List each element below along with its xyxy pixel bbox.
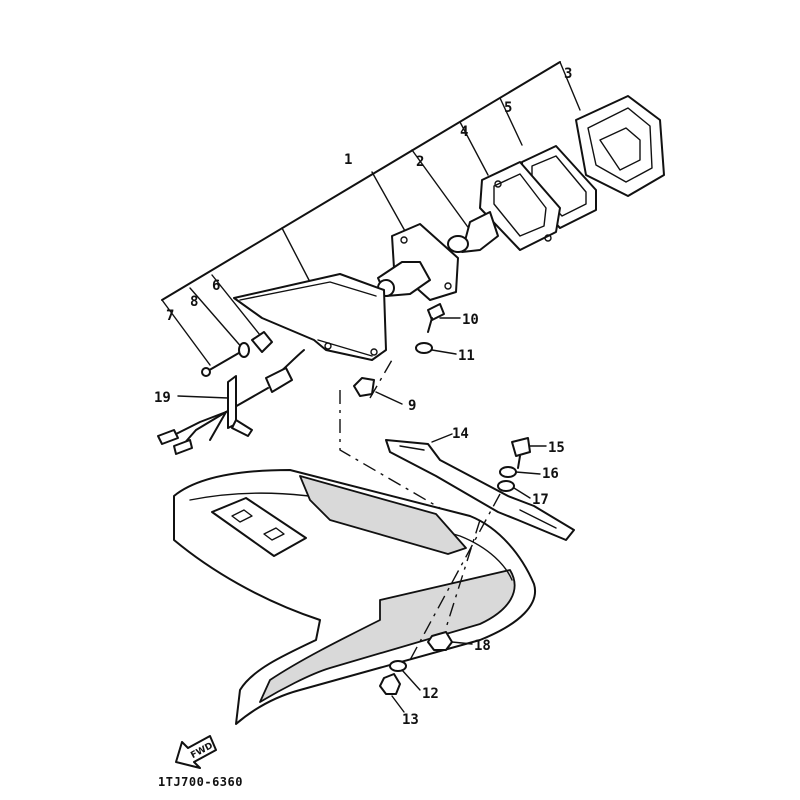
leader-lines: [177, 317, 547, 713]
washer-17: [497, 480, 515, 492]
label-part-13: 13: [402, 712, 419, 728]
label-part-15: 15: [548, 440, 565, 456]
label-part-11: 11: [458, 348, 475, 364]
assembly-lines: [339, 359, 501, 661]
lens-housing: [575, 95, 665, 197]
label-part-17: 17: [532, 492, 549, 508]
label-part-9: 9: [408, 398, 416, 414]
spacer: [251, 331, 273, 353]
mounting-bracket: [233, 273, 387, 361]
label-part-8: 8: [190, 294, 198, 310]
washer-16: [499, 466, 517, 478]
tail-light-base: [377, 223, 459, 301]
label-part-7: 7: [166, 308, 174, 324]
forward-arrow-icon: FWD: [175, 735, 217, 769]
label-part-12: 12: [422, 686, 439, 702]
washer-12: [389, 660, 407, 672]
group-bracket: [161, 61, 581, 366]
label-part-10: 10: [462, 312, 479, 328]
label-part-4: 4: [460, 124, 468, 140]
nut-13: [379, 673, 401, 695]
label-part-18: 18: [474, 638, 491, 654]
grommet: [353, 377, 375, 397]
label-part-3: 3: [564, 66, 572, 82]
bolt-10: [427, 303, 445, 333]
rear-fender: [173, 469, 537, 725]
bolt-7: [201, 349, 245, 377]
bolt-15: [511, 437, 531, 469]
lens-plate: [479, 161, 561, 251]
label-part-16: 16: [542, 466, 559, 482]
washer-8: [238, 342, 250, 358]
nut-18: [427, 631, 453, 651]
label-part-6: 6: [212, 278, 220, 294]
label-part-2: 2: [416, 154, 424, 170]
drawing-code: 1TJ700-6360: [158, 775, 243, 789]
label-part-14: 14: [452, 426, 469, 442]
part-labels: 1 2 3 4 5 6 7 8 9 10 11 12 13 14 15 16 1…: [154, 66, 572, 728]
label-part-5: 5: [504, 100, 512, 116]
label-part-1: 1: [344, 152, 352, 168]
license-bracket: [385, 439, 575, 541]
wire-harness: [157, 349, 305, 455]
bulb: [447, 211, 499, 253]
nut-11: [415, 342, 433, 354]
label-part-19: 19: [154, 390, 171, 406]
